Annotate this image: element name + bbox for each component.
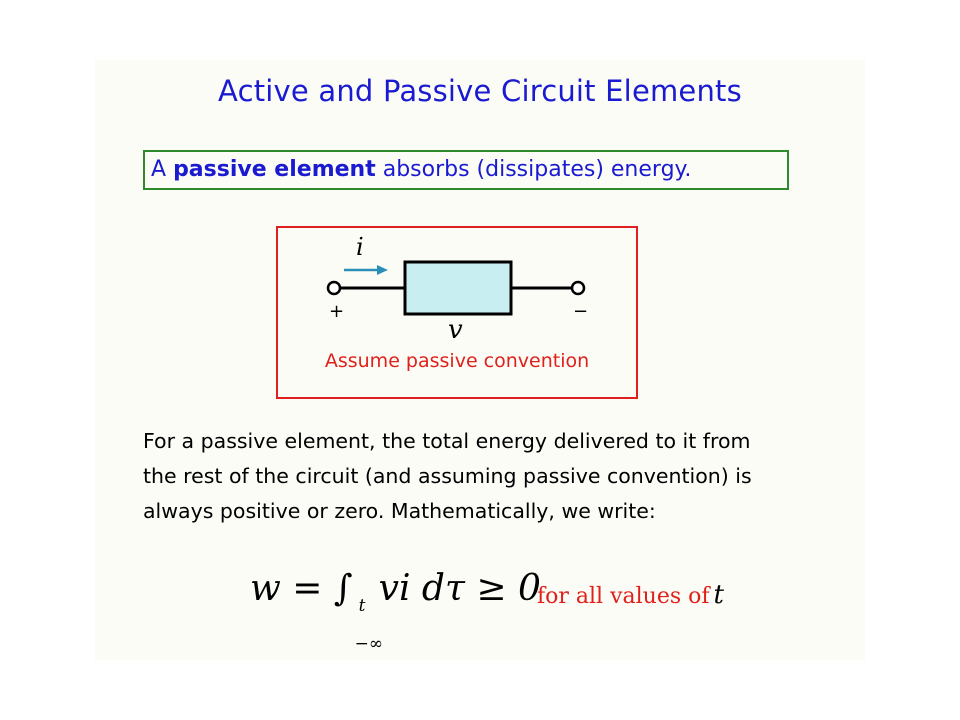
explanation-paragraph: For a passive element, the total energy …: [143, 424, 863, 529]
note-text: for all values of: [537, 584, 710, 609]
circuit-element-diagram: i + − v: [326, 233, 588, 345]
paragraph-line: the rest of the circuit (and assuming pa…: [143, 464, 752, 488]
definition-term: passive element: [173, 157, 376, 182]
definition-box: A passive element absorbs (dissipates) e…: [143, 150, 789, 190]
integral-lower-limit: −∞: [354, 634, 384, 654]
equation-lhs: w =: [250, 568, 323, 609]
energy-equation: w = ∫t −∞ vi dτ ≥ 0: [250, 568, 541, 654]
current-label: i: [356, 233, 364, 261]
slide-title: Active and Passive Circuit Elements: [218, 74, 742, 108]
circuit-diagram-box: i + − v Assume passive convention: [276, 226, 638, 399]
paragraph-line: always positive or zero. Mathematically,…: [143, 499, 656, 523]
plus-sign: +: [329, 301, 344, 322]
positive-terminal: [326, 280, 342, 296]
integrand: vi dτ ≥ 0: [378, 568, 541, 609]
paragraph-line: For a passive element, the total energy …: [143, 429, 751, 453]
integral-sign: ∫: [333, 568, 353, 609]
element-box: [403, 260, 513, 316]
negative-terminal: [570, 280, 586, 296]
current-arrow-head: [377, 265, 388, 275]
diagram-caption: Assume passive convention: [324, 350, 590, 372]
integral-upper-limit: t: [358, 596, 366, 616]
definition-prefix: A: [151, 157, 167, 182]
minus-sign: −: [573, 301, 588, 322]
definition-rest: absorbs (dissipates) energy.: [382, 157, 692, 182]
voltage-label: v: [448, 315, 463, 345]
note-variable: t: [713, 580, 724, 610]
slide-background: [95, 60, 865, 660]
